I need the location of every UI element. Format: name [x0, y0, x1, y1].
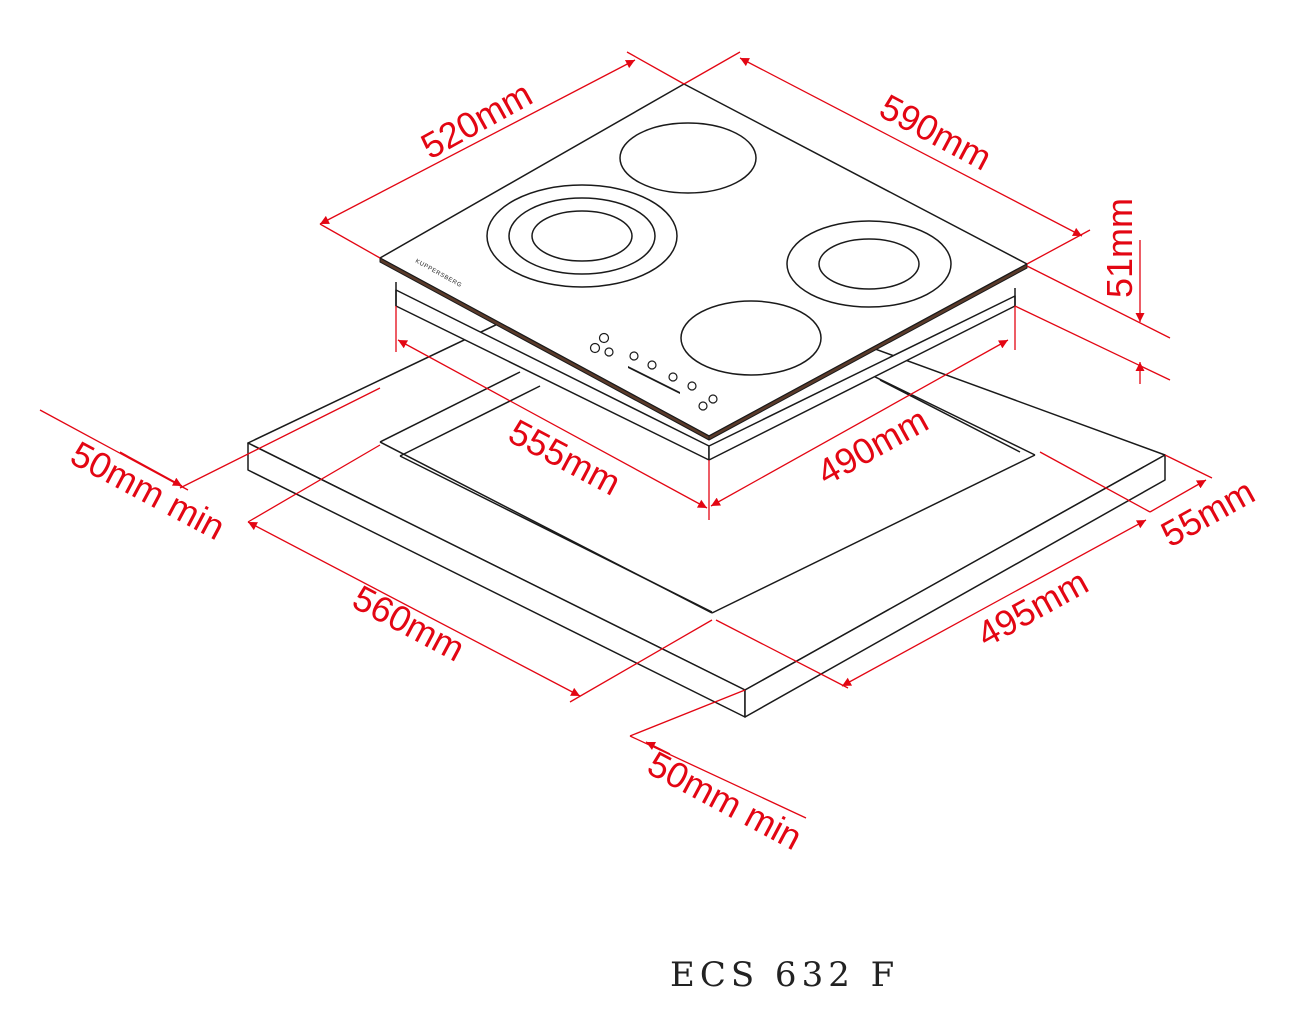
cooking-zone-right-inner	[818, 238, 920, 290]
dim-hob-width-label: 590mm	[873, 86, 998, 179]
ext-line	[179, 387, 381, 489]
ext-line	[247, 444, 381, 523]
dim-hob-height-label: 51mm	[1099, 198, 1140, 298]
dim-rear-clearance-arrow-1	[1149, 479, 1207, 513]
dim-cutout-width-line	[247, 521, 581, 697]
ext-line	[569, 619, 713, 703]
dim-hob-width-line	[739, 57, 1083, 237]
ext-line	[39, 409, 189, 491]
ext-line	[715, 619, 849, 689]
ext-line	[1014, 305, 1171, 381]
ext-line	[1026, 229, 1091, 265]
ext-line	[629, 689, 746, 737]
ext-line	[1026, 265, 1171, 339]
dim-cutout-depth-line	[841, 519, 1147, 687]
dim-cutout-width-label: 560mm	[346, 577, 471, 670]
dim-body-depth-line	[397, 339, 708, 509]
ext-line	[1039, 451, 1151, 513]
ext-line	[1164, 454, 1213, 479]
dim-rear-clearance-label: 55mm	[1154, 471, 1261, 555]
model-name: ECS 632 F	[670, 955, 899, 995]
dim-side-clearance-label: 50mm min	[64, 433, 232, 548]
ext-line	[626, 51, 685, 85]
dimension-lines	[39, 51, 1213, 819]
dim-side-clearance-arrow	[119, 451, 183, 487]
ext-line	[683, 51, 741, 85]
ext-line	[629, 735, 807, 819]
dim-front-clearance-arrow	[645, 741, 671, 755]
dim-front-clearance-label: 50mm min	[641, 743, 809, 858]
dim-hob-depth-line	[319, 59, 636, 225]
ext-line	[319, 223, 381, 259]
dim-body-width-line	[710, 339, 1009, 507]
